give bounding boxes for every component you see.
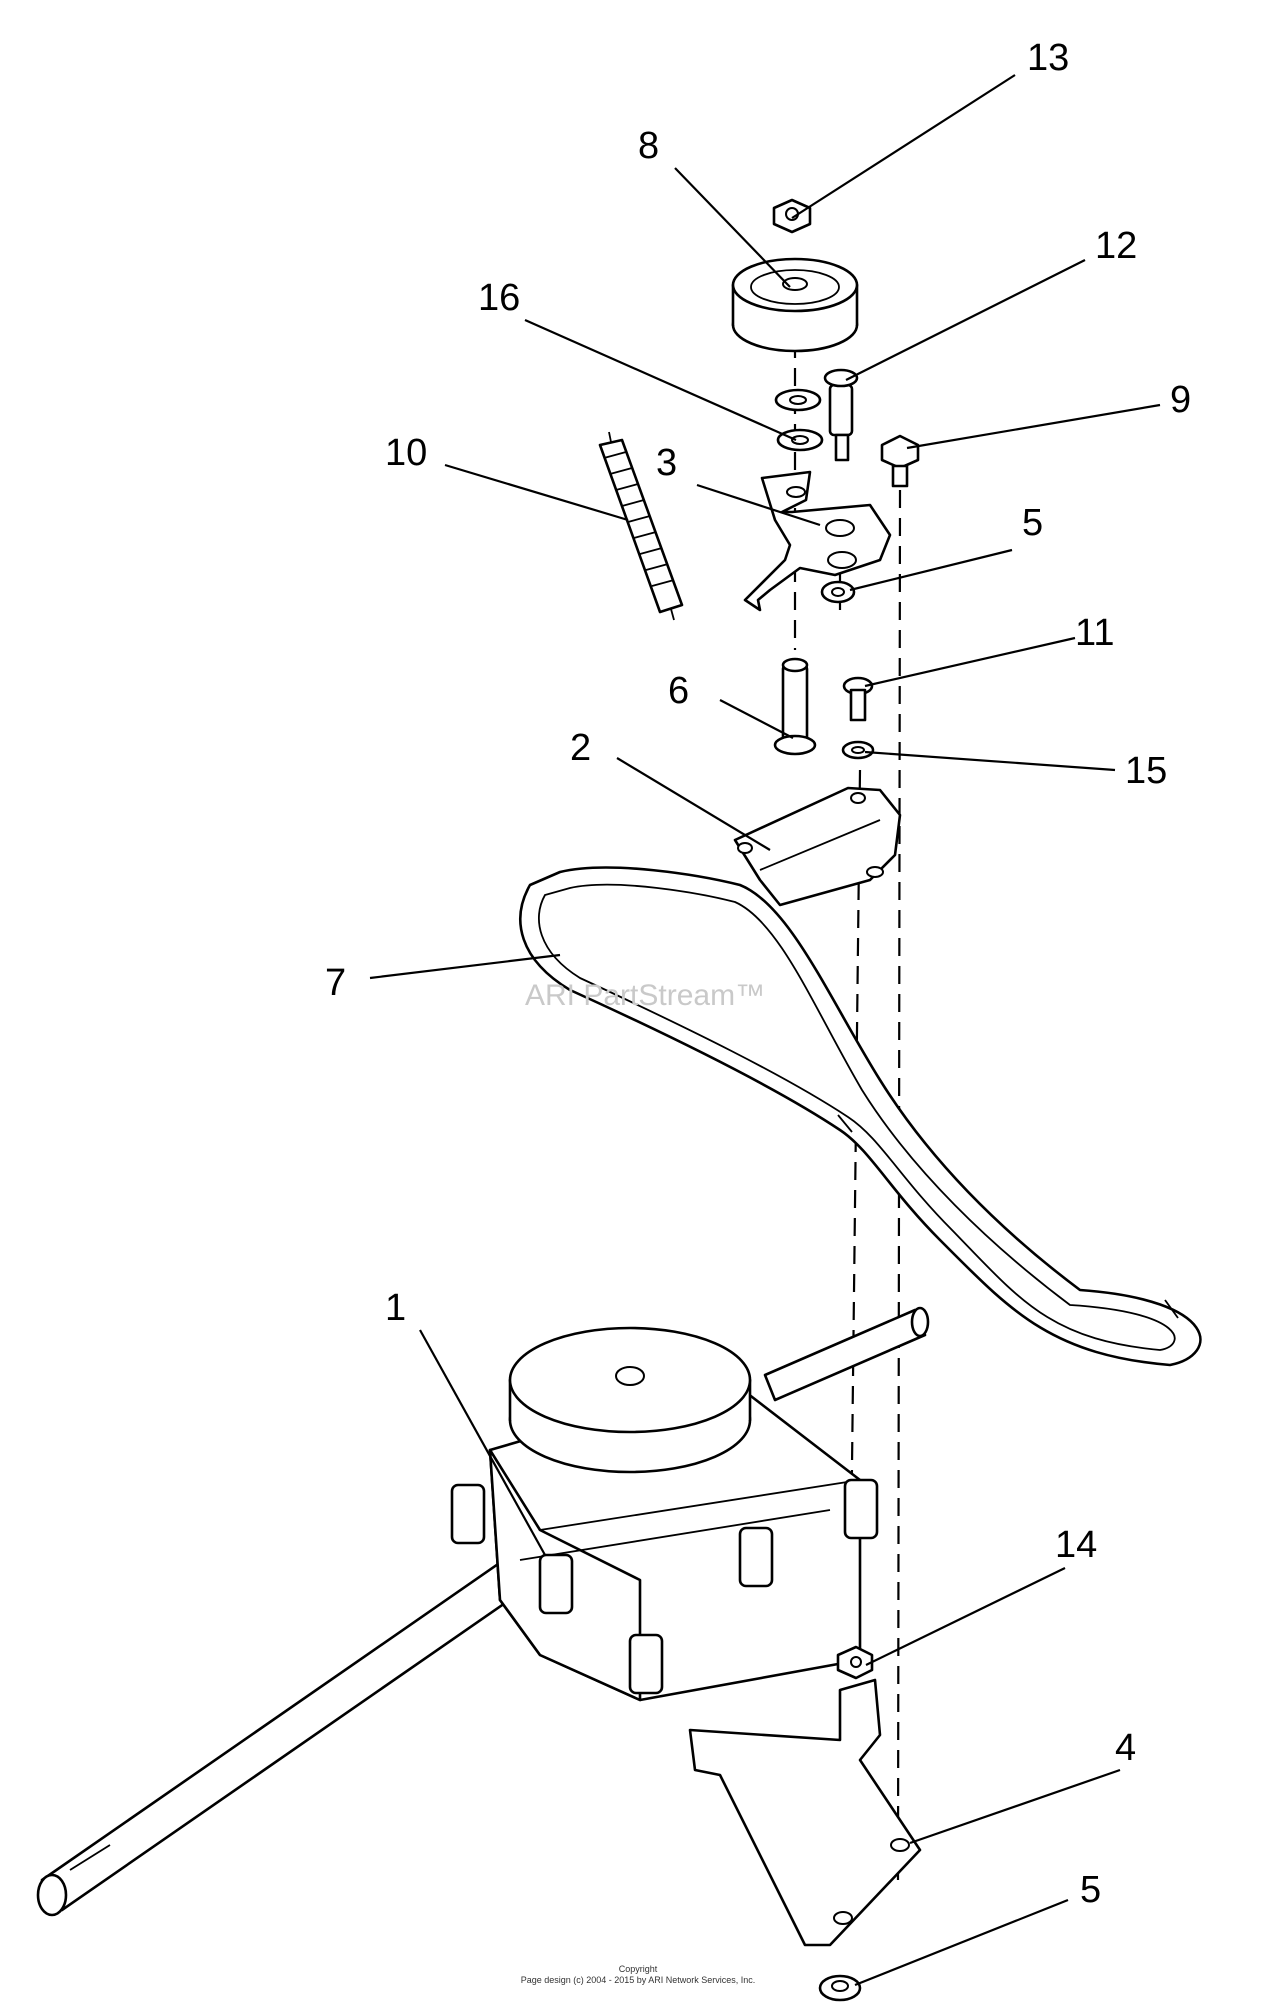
part-15-washer[interactable] bbox=[841, 740, 875, 760]
part-5-lower-washer[interactable] bbox=[818, 1974, 862, 2002]
callout-2: 2 bbox=[570, 727, 591, 769]
callout-5-lower: 5 bbox=[1080, 1869, 1101, 1911]
part-10-spring[interactable] bbox=[598, 431, 684, 621]
callout-8: 8 bbox=[638, 125, 659, 167]
callout-7: 7 bbox=[325, 962, 346, 1004]
callout-labels: 13 8 12 16 9 10 3 5 11 6 2 15 7 1 14 4 5 bbox=[325, 37, 1191, 1911]
callout-11: 11 bbox=[1075, 612, 1114, 654]
callout-16: 16 bbox=[478, 277, 520, 319]
callout-9: 9 bbox=[1170, 379, 1191, 421]
callout-1: 1 bbox=[385, 1287, 406, 1329]
part-16-washers[interactable] bbox=[774, 388, 824, 452]
callout-12: 12 bbox=[1095, 225, 1137, 267]
leader-lines bbox=[369, 74, 1161, 1987]
part-9-hex-bolt[interactable] bbox=[880, 434, 920, 488]
callout-15: 15 bbox=[1125, 750, 1167, 792]
part-3-idler-bracket[interactable] bbox=[743, 470, 892, 612]
part-7-drive-belt[interactable] bbox=[519, 866, 1202, 1367]
part-4-lower-bracket[interactable] bbox=[688, 1678, 922, 1947]
part-8-idler-pulley[interactable] bbox=[731, 257, 859, 353]
part-14-nut[interactable] bbox=[836, 1645, 874, 1680]
footer-copyright: Copyright bbox=[619, 1964, 658, 1974]
footer-page-design: Page design (c) 2004 - 2015 by ARI Netwo… bbox=[521, 1975, 756, 1985]
part-5-upper-washer[interactable] bbox=[820, 580, 856, 604]
part-2-mounting-bracket[interactable] bbox=[733, 786, 902, 907]
callout-4: 4 bbox=[1115, 1727, 1136, 1769]
callout-10: 10 bbox=[385, 432, 427, 474]
part-12-shoulder-bolt[interactable] bbox=[823, 368, 859, 462]
watermark: ARI PartStream™ bbox=[525, 979, 765, 1012]
part-6-pivot-shaft[interactable] bbox=[773, 657, 817, 756]
callout-5-upper: 5 bbox=[1022, 502, 1043, 544]
part-1-transmission[interactable] bbox=[36, 1306, 930, 1917]
callout-6: 6 bbox=[668, 670, 689, 712]
callout-14: 14 bbox=[1055, 1524, 1097, 1566]
part-13-nut[interactable] bbox=[772, 198, 812, 234]
callout-13: 13 bbox=[1027, 37, 1069, 79]
callout-3: 3 bbox=[656, 442, 677, 484]
part-11-small-bolt[interactable] bbox=[842, 676, 874, 722]
